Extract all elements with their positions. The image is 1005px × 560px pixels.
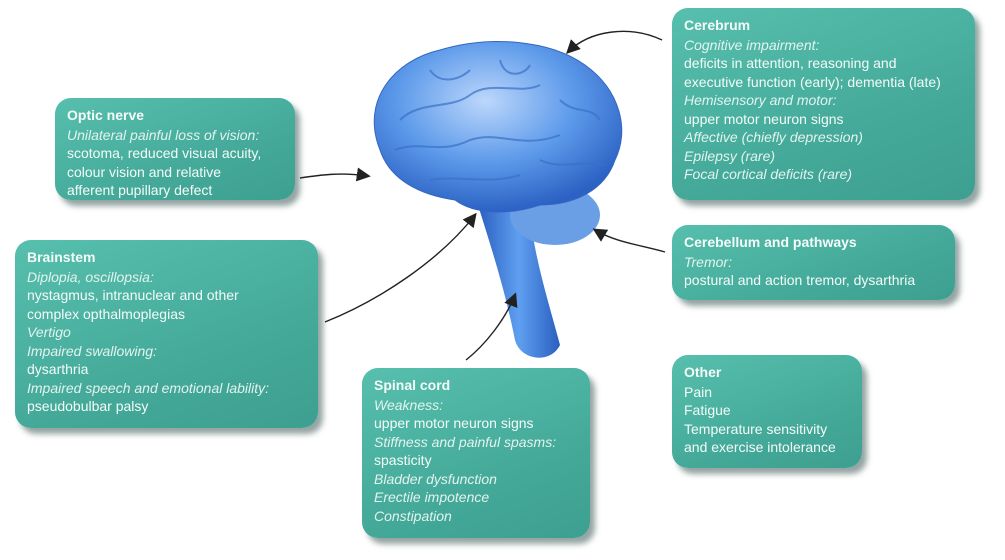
brainstem-line: Diplopia, oscillopsia: [27,268,154,285]
spinal-line: upper motor neuron signs [374,415,534,431]
optic-line: scotoma, reduced visual acuity, [67,145,262,161]
cerebrum-line: upper motor neuron signs [684,110,844,127]
other-line: Temperature sensitivity [684,420,828,437]
other-line: Pain [684,383,713,400]
cerebellum-line: Tremor: [684,253,732,270]
cerebrum-title: Cerebrum [684,17,751,33]
brainstem-line: Impaired swallowing: [27,342,157,359]
brainstem-line: Vertigo [27,324,71,340]
cerebrum-line: deficits in attention, reasoning and [684,55,897,71]
brainstem-line: complex opthalmoplegias [27,305,185,322]
cerebellum-title: Cerebellum and pathways [684,234,857,250]
arrow-brainstem [324,212,477,323]
cerebrum-line: Affective (chiefly depression) [684,129,863,145]
optic-line: afferent pupillary defect [67,182,213,198]
spinal-title: Spinal cord [374,377,451,393]
spinal-line: spasticity [374,452,432,468]
arrow-cerebellum [592,228,666,253]
cerebrum-line: Epilepsy (rare) [684,147,776,164]
brainstem-title: Brainstem [27,249,96,265]
arrow-optic [299,167,371,182]
brainstem-line: Impaired speech and emotional lability: [27,379,270,396]
cerebellum-line: postural and action tremor, dysarthria [684,272,916,288]
spinal-line: Constipation [374,507,452,524]
cerebrum-line: executive function (early); dementia (la… [684,73,941,90]
spinal-line: Stiffness and painful spasms: [374,433,557,450]
arrow-cerebrum [566,30,663,54]
spinal-line: Weakness: [374,396,443,413]
spinal-line: Erectile impotence [374,489,490,505]
other-line: Fatigue [684,402,731,418]
brainstem-line: pseudobulbar palsy [27,398,149,414]
brainstem-shape [478,205,560,358]
other-line: and exercise intolerance [684,439,836,455]
cerebrum-line: Cognitive impairment: [684,36,820,53]
optic-title: Optic nerve [67,107,145,123]
brainstem-line: nystagmus, intranuclear and other [27,287,239,303]
cerebrum-line: Hemisensory and motor: [684,92,837,108]
arrow-spinal [465,292,518,361]
cerebrum-line: Focal cortical deficits (rare) [684,166,853,182]
optic-line: Unilateral painful loss of vision: [67,126,260,143]
optic-line: colour vision and relative [67,163,222,180]
other-title: Other [684,364,722,380]
brainstem-line: dysarthria [27,361,89,377]
spinal-line: Bladder dysfunction [374,470,497,487]
cerebrum-shape [373,41,623,213]
